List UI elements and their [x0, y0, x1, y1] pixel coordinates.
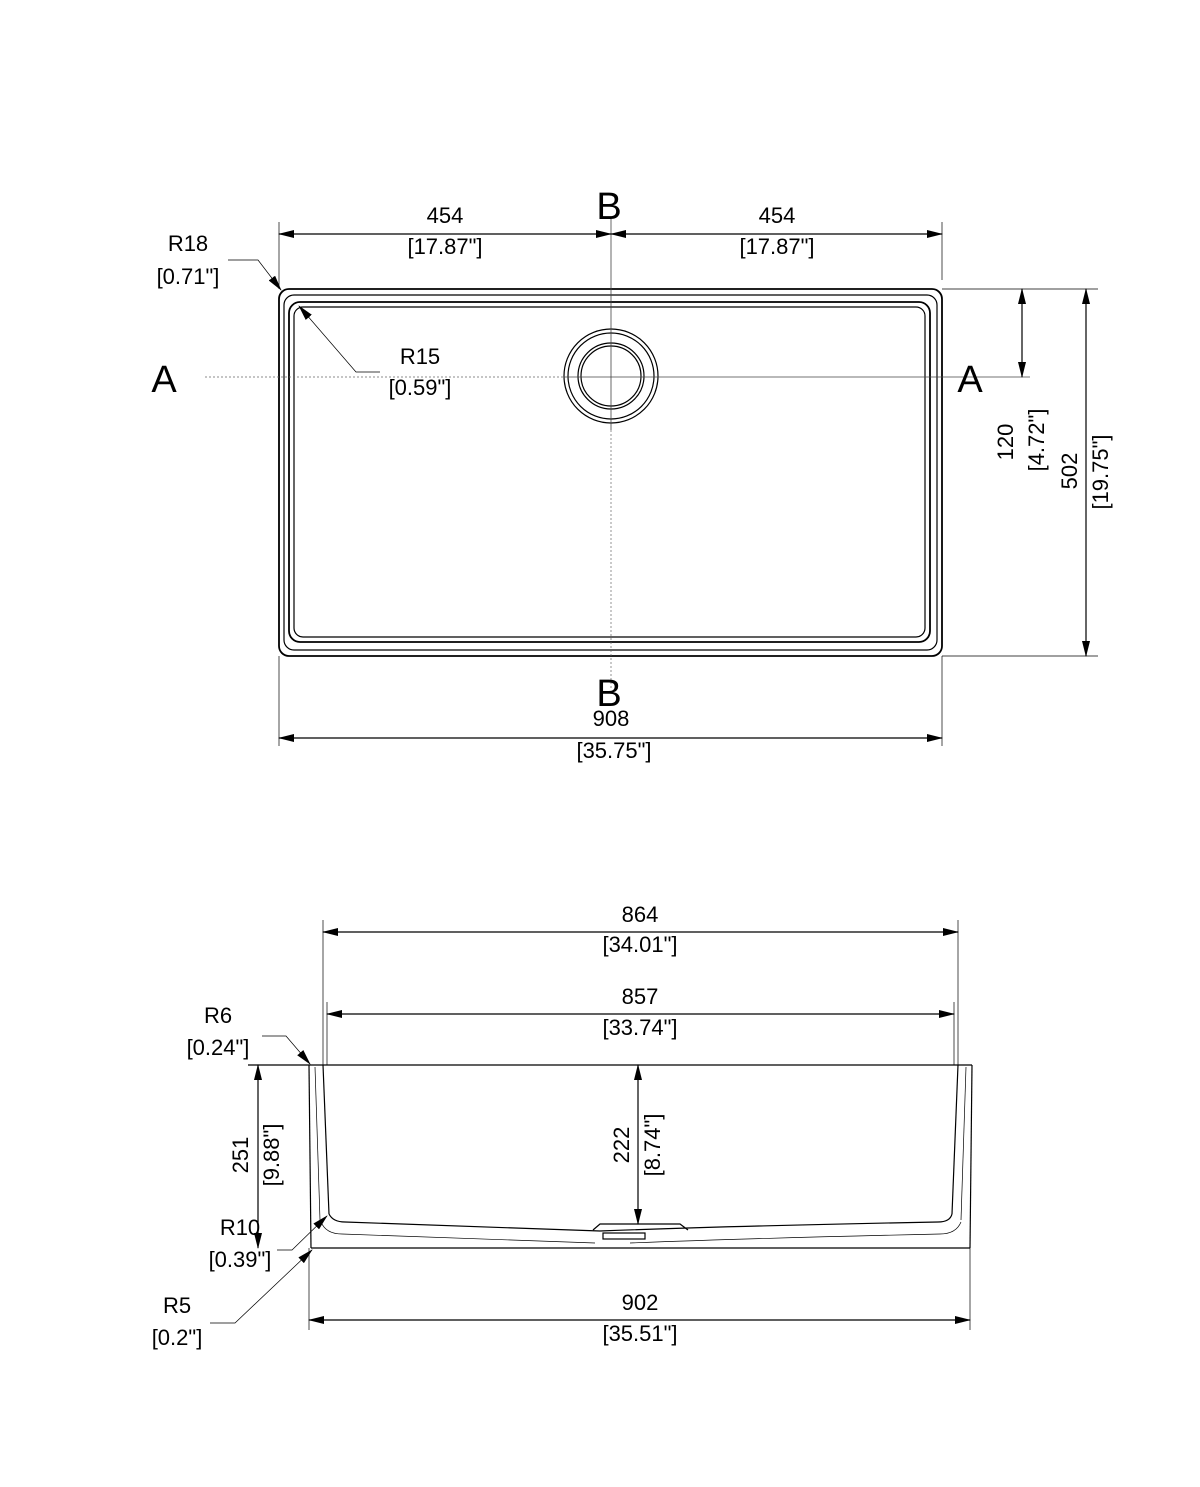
sink-basin-outline: [288, 301, 931, 643]
section-label-b-top: B: [596, 186, 621, 228]
dim-overall-depth-inch: [19.75"]: [1088, 434, 1113, 509]
dim-left-half-value: 454: [427, 203, 464, 228]
leader-base-radius-r5: [210, 1249, 313, 1324]
top-view: 454 [17.87"] 454 [17.87"] B B A A R18 [0…: [151, 186, 1113, 763]
front-bowl-bottom: [328, 1213, 953, 1232]
leader-corner-radius-r6: [262, 1035, 311, 1065]
dim-inner-width-value: 857: [622, 984, 659, 1009]
dim-overall-depth-value: 502: [1057, 453, 1082, 490]
dim-top-width-value: 864: [622, 902, 659, 927]
dim-inner-radius-value: R15: [400, 344, 440, 369]
front-view: 864 [34.01"] 857 [33.74"] R6 [0.24"] 251…: [152, 902, 973, 1350]
dim-drain-offset-value: 120: [993, 424, 1018, 461]
section-label-a-left: A: [151, 359, 177, 401]
dim-right-half-inch: [17.87"]: [739, 234, 814, 259]
dim-bowl-depth-value: 222: [609, 1127, 634, 1164]
section-label-a-right: A: [957, 359, 983, 401]
dim-right-half-value: 454: [759, 203, 796, 228]
dim-overall-width-value: 908: [593, 706, 630, 731]
dim-base-radius-r5-inch: [0.2"]: [152, 1325, 203, 1350]
dim-outer-radius-inch: [0.71"]: [157, 264, 220, 289]
dim-corner-radius-r6-value: R6: [204, 1003, 232, 1028]
front-left-wall: [308, 1064, 312, 1249]
dim-outer-height-inch: [9.88"]: [259, 1124, 284, 1187]
leader-inner-radius: [298, 305, 380, 373]
leader-outer-radius: [228, 259, 282, 291]
dim-outer-height-value: 251: [228, 1137, 253, 1174]
dim-bottom-radius-r10-value: R10: [220, 1215, 260, 1240]
dim-base-radius-r5-value: R5: [163, 1293, 191, 1318]
dim-bottom-radius-r10-inch: [0.39"]: [209, 1247, 272, 1272]
dim-left-half-inch: [17.87"]: [407, 234, 482, 259]
dim-inner-width-inch: [33.74"]: [602, 1015, 677, 1040]
dim-bowl-depth-inch: [8.74"]: [640, 1114, 665, 1177]
dim-inner-radius-inch: [0.59"]: [389, 375, 452, 400]
sink-outer-outline: [278, 288, 943, 657]
dim-overall-width-inch: [35.75"]: [576, 738, 651, 763]
sink-basin-inner-line: [293, 306, 926, 638]
sink-rim-outline: [283, 294, 938, 651]
section-label-b-bottom: B: [596, 673, 621, 715]
dim-corner-radius-r6-inch: [0.24"]: [187, 1035, 250, 1060]
dim-drain-offset-inch: [4.72"]: [1024, 409, 1049, 472]
dim-base-width-inch: [35.51"]: [602, 1321, 677, 1346]
dim-top-width-inch: [34.01"]: [602, 932, 677, 957]
leader-bottom-radius-r10: [277, 1215, 328, 1251]
front-right-wall: [969, 1064, 973, 1249]
dim-base-width-value: 902: [622, 1290, 659, 1315]
dim-outer-radius-value: R18: [168, 231, 208, 256]
